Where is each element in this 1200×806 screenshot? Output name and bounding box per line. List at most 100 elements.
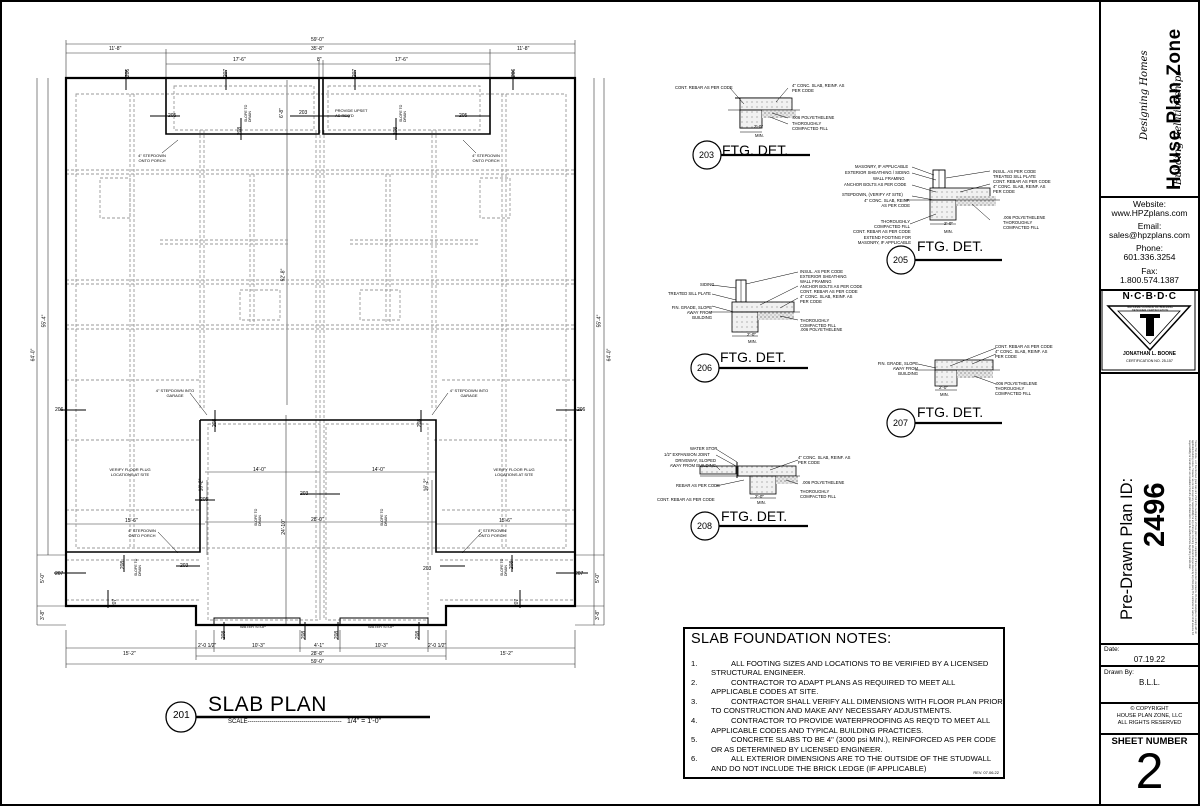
note-text: CONTRACTOR SHALL VERIFY ALL DIMENSIONS W… [711, 697, 1003, 716]
det205-title: FTG. DET. [917, 238, 984, 254]
dim-porch-left: 17'-6" [233, 57, 246, 63]
date-label: Date: [1104, 646, 1120, 653]
det203-label-2: .006 POLYETHELENE [792, 115, 835, 120]
det205-label-14: EXTEND FOOTING FOR MASONRY, IF APPLICABL… [857, 235, 911, 245]
fax-label: Fax: [1141, 266, 1158, 276]
tag-203-porch: 203 [299, 110, 308, 116]
tb-divider [1101, 733, 1200, 735]
tag-208-bot-b: 208 [301, 630, 308, 640]
slab-outline [64, 76, 577, 627]
det206-label-4: EXTERIOR SHEATHING [800, 274, 847, 279]
note-text: ALL EXTERIOR DIMENSIONS ARE TO THE OUTSI… [711, 754, 991, 773]
det208-number: 208 [697, 521, 713, 531]
rights-reserved: ALL RIGHTS RESERVED [1117, 720, 1182, 726]
dim-side-depth-left: 55'-4" [41, 314, 48, 328]
detail-203-graphic [692, 87, 810, 170]
tb-divider [1101, 702, 1200, 704]
dim-garage-depth: 24'-10" [280, 519, 287, 535]
plan-id-block: Pre-Drawn Plan ID: 2496 [1115, 455, 1171, 625]
note-item: 4.CONTRACTOR TO PROVIDE WATERPROOFING AS… [691, 716, 1003, 735]
dim-porch-gap: 8" [317, 57, 322, 63]
note-number: 1. [691, 659, 698, 668]
tag-206-top-right: 206 [511, 68, 518, 78]
dim-side-small-right: 5'-0" [594, 573, 601, 583]
det205-label-1: EXTERIOR SHEATHING / SIDING [845, 170, 910, 175]
dim-garage-total: 28'-0" [311, 517, 324, 523]
note-number: 3. [691, 697, 698, 707]
fax-number: 1.800.574.1387 [1119, 275, 1180, 285]
foundation-notes-title: SLAB FOUNDATION NOTES: [691, 631, 892, 647]
det205-label-6: INSUL. AS PER CODE [993, 169, 1037, 174]
tb-divider [1101, 665, 1200, 667]
det206-label-1: TREATED SILL PLATE [668, 291, 711, 296]
det205-label-2: WALL FRAMING [873, 176, 905, 181]
det208-title: FTG. DET. [721, 508, 788, 524]
note-item: 5.CONCRETE SLABS TO BE 4" (3000 psi MIN.… [691, 735, 1003, 754]
dim-overall-top: 59'-0" [311, 37, 324, 43]
foundation-notes-box: SLAB FOUNDATION NOTES: 1. ALL FOOTING SIZ… [683, 627, 1005, 779]
note-stepdown-garage-right: 4" STEPDOWN INTO GARAGE [449, 388, 489, 398]
date-value: 07.19.22 [1133, 655, 1166, 664]
note-verify-floor-right: VERIFY FLOOR PLUG LOCATIONS AT SITE [493, 467, 535, 477]
slab-plan [36, 40, 605, 668]
detail-207-graphic [886, 347, 1002, 438]
company-name: HOUSE PLAN ZONE, LLC [1116, 713, 1183, 719]
tag-208-garage-left: 208 [212, 418, 219, 428]
dim-wing-d-left: 16'-2" [198, 478, 205, 492]
det206-label-10: .006 POLYETHELENE [800, 327, 843, 332]
title-block: Designing Homes House Plan Zone Building… [1099, 0, 1200, 804]
note-number: 2. [691, 678, 698, 688]
designer-cert: CERTIFICATION NO. 25-157 [1126, 359, 1173, 363]
det207-label-2: 4" CONC. SLAB, REINF. AS PER CODE [995, 349, 1048, 359]
det208-label-2: DRIVEWAY, SLOPED AWAY FROM BUILDING [669, 458, 716, 468]
det205-label-12: THOROUGHLY COMPACTED FILL [874, 219, 910, 229]
dim-bot-c: 4'-1" [314, 643, 324, 649]
drawn-by-value: B.L.L. [1139, 678, 1160, 687]
det206-title: FTG. DET. [720, 349, 787, 365]
dim-overall-depth-right: 64'-0" [606, 348, 613, 362]
tag-207-lower-right: 207 [514, 598, 521, 608]
ncbdc-seal-graphic [1101, 289, 1196, 371]
ncbdc-council: NATIONAL COUNCIL OF BUILDING DESIGNER CE… [1127, 305, 1173, 312]
dim-wing-d-right: 16'-2" [423, 478, 430, 492]
water-stop-lines [213, 617, 429, 625]
note-text: ALL FOOTING SIZES AND LOCATIONS TO BE VE… [711, 659, 989, 678]
det205-number: 205 [893, 255, 909, 265]
det207-label-1: CONT. REBAR AS PER CODE [995, 344, 1053, 349]
hpz-logo: Designing Homes House Plan Zone Building… [1101, 0, 1198, 196]
dim-bot-r: 15'-2" [500, 651, 513, 657]
email-link[interactable]: sales@hpzplans.com [1109, 230, 1190, 240]
det205-label-4: STEPDOWN, (VERIFY AT SITE) [842, 192, 903, 197]
det208-label-4: CONT. REBAR AS PER CODE [657, 497, 715, 502]
note-number: 6. [691, 754, 698, 764]
note-slope-garage-right: SLOPE TO DRAIN [380, 508, 388, 526]
dim-porch-right: 17'-6" [395, 57, 408, 63]
det208-label-5: 4" CONC. SLAB, REINF. AS PER CODE [798, 455, 851, 465]
note-item: 3. CONTRACTOR SHALL VERIFY ALL DIMENSIONS… [691, 697, 1003, 716]
dim-center-depth: 52'-8" [280, 268, 287, 282]
tag-208-porch-left: 208 [237, 126, 244, 136]
det206-label-7: CONT. REBAR AS PER CODE [800, 289, 858, 294]
tb-divider [1101, 196, 1200, 198]
dim-side-depth-right: 55'-4" [596, 314, 603, 328]
tag-208-wing-right: 208 [509, 560, 516, 570]
tag-203-right: 203 [423, 566, 432, 572]
porch-outline [165, 78, 491, 135]
dim-bot-b: 10'-3" [252, 643, 265, 649]
det207-title: FTG. DET. [917, 404, 984, 420]
tag-208-bot-c: 208 [334, 630, 341, 640]
det203-label-0: CONT. REBAR AS PER CODE [675, 85, 733, 90]
website-link[interactable]: www.HPZplans.com [1111, 208, 1188, 218]
det205-label-5: 4" CONC. SLAB, REINF. AS PER CODE [864, 198, 910, 208]
leaders [157, 139, 483, 554]
slab-plan-detail-number: 201 [173, 710, 190, 721]
dim-porch-depth: 6'-8" [278, 108, 285, 118]
tb-divider [1101, 289, 1200, 291]
det208-label-8: 2'-0" [755, 494, 764, 499]
det207-label-5: 2'-0" [939, 385, 948, 390]
tag-205-c: 205 [200, 497, 209, 503]
sheet-number-label: SHEET NUMBER [1111, 736, 1188, 747]
note-water-stop-right: WATER STOP [368, 624, 394, 629]
det203-number: 203 [699, 150, 715, 160]
